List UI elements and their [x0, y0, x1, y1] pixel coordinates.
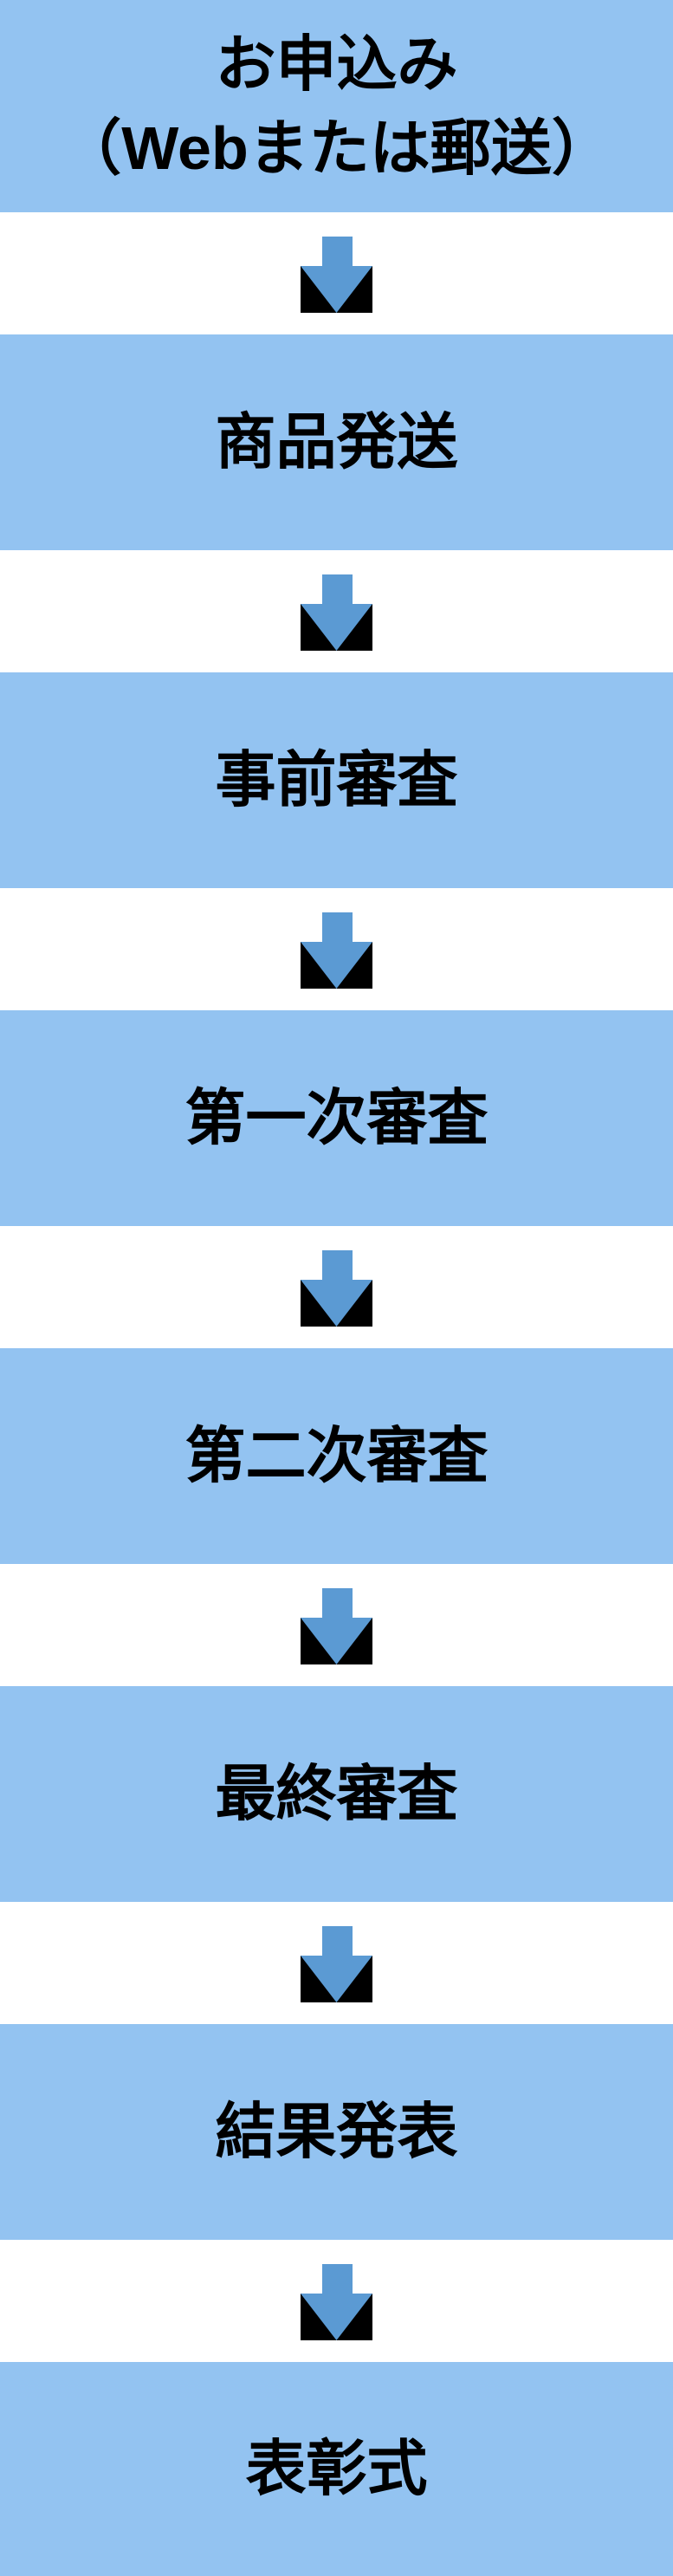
down-arrow-icon — [301, 1250, 372, 1327]
flow-connector — [0, 1564, 673, 1686]
flow-step-label: 第一次審査 — [184, 1084, 489, 1152]
down-arrow-icon — [301, 237, 372, 313]
flow-step-2: 商品発送 — [0, 334, 673, 550]
flow-step-label: 最終審査 — [215, 1760, 458, 1827]
down-arrow-icon — [301, 1588, 372, 1664]
flow-step-5: 第二次審査 — [0, 1348, 673, 1564]
down-arrow-icon — [301, 574, 372, 651]
flow-connector — [0, 212, 673, 334]
flow-connector — [0, 1226, 673, 1348]
flow-step-label: 商品発送 — [215, 408, 458, 476]
flow-connector — [0, 888, 673, 1010]
flow-step-1: お申込み （Webまたは郵送） — [0, 0, 673, 212]
flow-step-label: 表彰式 — [245, 2435, 428, 2502]
down-arrow-icon — [301, 1926, 372, 2002]
flow-connector — [0, 550, 673, 672]
flow-step-label: お申込み — [215, 29, 458, 98]
flow-step-label: 第二次審査 — [184, 1422, 489, 1489]
flow-connector — [0, 2240, 673, 2362]
flow-step-label: （Webまたは郵送） — [61, 114, 612, 182]
flow-step-6: 最終審査 — [0, 1686, 673, 1902]
flow-step-label: 結果発表 — [215, 2098, 458, 2165]
flow-connector — [0, 1902, 673, 2024]
flow-step-7: 結果発表 — [0, 2024, 673, 2240]
flow-step-label: 事前審査 — [215, 746, 458, 814]
flow-step-8: 表彰式 — [0, 2362, 673, 2576]
flow-step-4: 第一次審査 — [0, 1010, 673, 1226]
flow-step-3: 事前審査 — [0, 672, 673, 888]
down-arrow-icon — [301, 912, 372, 989]
down-arrow-icon — [301, 2264, 372, 2340]
